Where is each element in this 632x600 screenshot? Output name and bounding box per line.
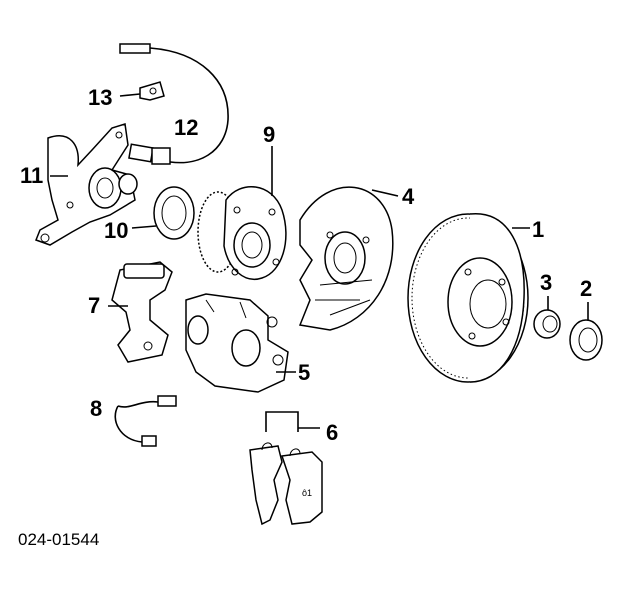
callout-9: 9: [263, 122, 275, 147]
pad-marking: ô1: [302, 488, 312, 498]
part-1-brake-rotor: [407, 213, 530, 383]
callout-13: 13: [88, 85, 112, 110]
part-8-wear-sensor: [114, 395, 177, 447]
part-2-dust-cap: [569, 302, 603, 361]
callout-8: 8: [90, 396, 102, 421]
callout-3: 3: [540, 270, 552, 295]
figure-code: 024-01544: [18, 530, 99, 549]
callout-1: 1: [532, 217, 544, 242]
callout-12: 12: [174, 115, 198, 140]
part-7-caliper-carrier: [108, 261, 173, 363]
part-5-brake-caliper: [185, 293, 296, 393]
callout-10: 10: [104, 218, 128, 243]
callout-4: 4: [402, 184, 415, 209]
callout-2: 2: [580, 276, 592, 301]
part-3-hub-nut: [533, 296, 561, 339]
callout-11: 11: [20, 163, 43, 188]
part-10-seal: [131, 186, 195, 240]
callout-7: 7: [88, 293, 100, 318]
part-11-steering-knuckle: [35, 123, 138, 246]
part-13-clip: [119, 81, 165, 101]
part-4-dust-shield: [298, 186, 399, 331]
part-6-brake-pads: [249, 411, 323, 526]
callout-6: 6: [326, 420, 338, 445]
part-9-wheel-hub: [197, 146, 287, 280]
callout-5: 5: [298, 360, 310, 385]
part-12-sensor-cable: [119, 43, 229, 165]
